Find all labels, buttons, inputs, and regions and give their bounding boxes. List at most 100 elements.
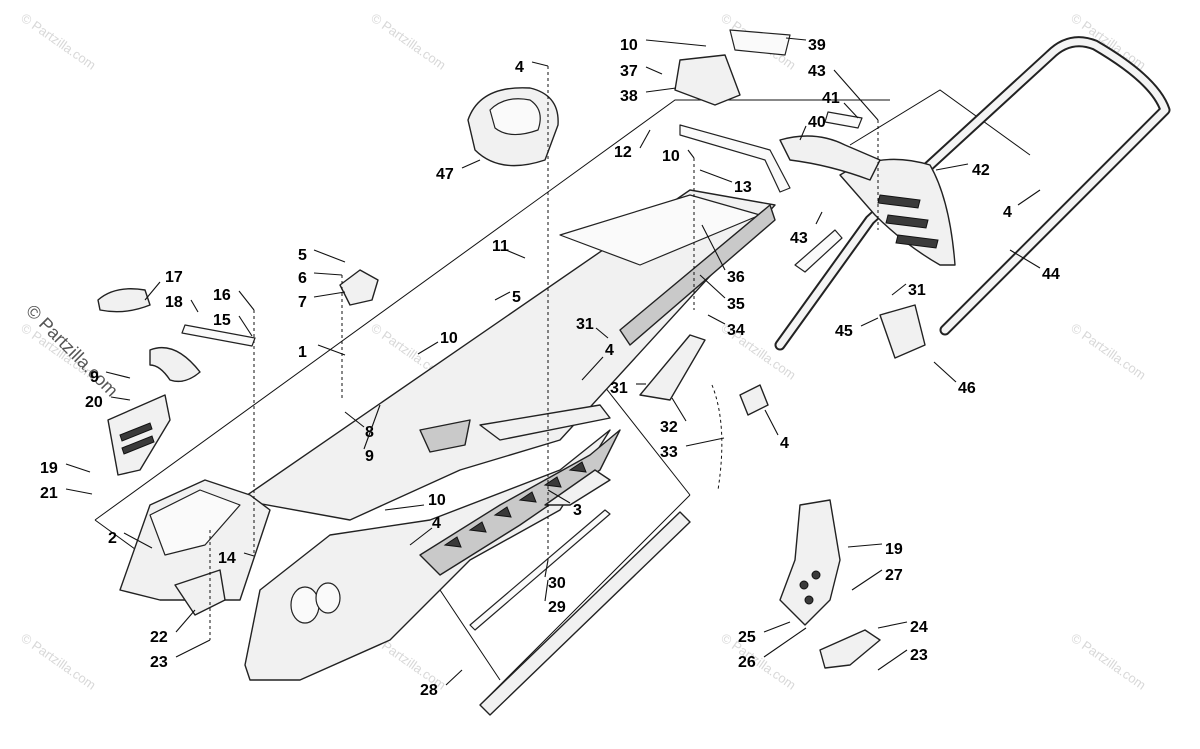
callout-label[interactable]: 9 bbox=[365, 448, 374, 465]
callout-10[interactable]: 10 bbox=[417, 330, 458, 355]
callout-23[interactable]: 23 bbox=[150, 639, 211, 671]
callout-label[interactable]: 10 bbox=[428, 492, 446, 509]
callout-label[interactable]: 4 bbox=[780, 435, 789, 452]
callout-28[interactable]: 28 bbox=[420, 669, 463, 699]
callout-1[interactable]: 1 bbox=[298, 344, 346, 361]
callout-46[interactable]: 46 bbox=[933, 361, 976, 397]
callout-43[interactable]: 43 bbox=[808, 63, 879, 121]
callout-label[interactable]: 5 bbox=[298, 247, 307, 264]
callout-label[interactable]: 31 bbox=[908, 282, 926, 299]
callout-36[interactable]: 36 bbox=[701, 224, 745, 286]
callout-label[interactable]: 18 bbox=[165, 294, 183, 311]
callout-label[interactable]: 43 bbox=[790, 230, 808, 247]
callout-label[interactable]: 10 bbox=[662, 148, 680, 165]
callout-26[interactable]: 26 bbox=[738, 627, 807, 671]
callout-label[interactable]: 16 bbox=[213, 287, 231, 304]
callout-4[interactable]: 4 bbox=[409, 515, 441, 546]
callout-label[interactable]: 40 bbox=[808, 114, 826, 131]
callout-label[interactable]: 10 bbox=[440, 330, 458, 347]
callout-label[interactable]: 31 bbox=[576, 316, 594, 333]
callout-45[interactable]: 45 bbox=[835, 317, 879, 340]
callout-label[interactable]: 6 bbox=[298, 270, 307, 287]
callout-27[interactable]: 27 bbox=[851, 567, 903, 591]
callout-label[interactable]: 10 bbox=[620, 37, 638, 54]
callout-label[interactable]: 45 bbox=[835, 323, 853, 340]
callout-label[interactable]: 19 bbox=[885, 541, 903, 558]
callout-label[interactable]: 41 bbox=[822, 90, 840, 107]
callout-label[interactable]: 47 bbox=[436, 166, 454, 183]
callout-4[interactable]: 4 bbox=[1003, 189, 1041, 221]
callout-label[interactable]: 34 bbox=[727, 322, 745, 339]
callout-label[interactable]: 2 bbox=[108, 530, 117, 547]
callout-44[interactable]: 44 bbox=[1009, 249, 1060, 283]
callout-label[interactable]: 14 bbox=[218, 550, 236, 567]
callout-10[interactable]: 10 bbox=[620, 37, 707, 54]
callout-label[interactable]: 37 bbox=[620, 63, 638, 80]
callout-label[interactable]: 35 bbox=[727, 296, 745, 313]
callout-21[interactable]: 21 bbox=[40, 485, 93, 502]
callout-9[interactable]: 9 bbox=[90, 369, 131, 386]
callout-2[interactable]: 2 bbox=[108, 530, 153, 549]
callout-41[interactable]: 41 bbox=[822, 90, 859, 119]
callout-label[interactable]: 5 bbox=[512, 289, 521, 306]
callout-43[interactable]: 43 bbox=[790, 211, 823, 247]
callout-19[interactable]: 19 bbox=[847, 541, 903, 558]
callout-10[interactable]: 10 bbox=[662, 148, 695, 165]
callout-label[interactable]: 44 bbox=[1042, 266, 1060, 283]
callout-31[interactable]: 31 bbox=[891, 282, 926, 299]
callout-15[interactable]: 15 bbox=[213, 312, 253, 337]
callout-5[interactable]: 5 bbox=[494, 289, 521, 306]
callout-label[interactable]: 24 bbox=[910, 619, 928, 636]
callout-label[interactable]: 36 bbox=[727, 269, 745, 286]
callout-42[interactable]: 42 bbox=[935, 162, 990, 179]
callout-label[interactable]: 30 bbox=[548, 575, 566, 592]
callout-label[interactable]: 31 bbox=[610, 380, 628, 397]
callout-label[interactable]: 42 bbox=[972, 162, 990, 179]
callout-16[interactable]: 16 bbox=[213, 287, 255, 311]
callout-39[interactable]: 39 bbox=[785, 37, 826, 54]
callout-47[interactable]: 47 bbox=[436, 159, 481, 183]
callout-label[interactable]: 9 bbox=[90, 369, 99, 386]
callout-10[interactable]: 10 bbox=[384, 492, 446, 511]
callout-label[interactable]: 23 bbox=[150, 654, 168, 671]
callout-label[interactable]: 21 bbox=[40, 485, 58, 502]
callout-18[interactable]: 18 bbox=[165, 294, 199, 313]
callout-22[interactable]: 22 bbox=[150, 609, 196, 646]
callout-label[interactable]: 12 bbox=[614, 144, 632, 161]
callout-30[interactable]: 30 bbox=[544, 559, 566, 592]
callout-29[interactable]: 29 bbox=[544, 579, 566, 616]
callout-9[interactable]: 9 bbox=[363, 404, 381, 465]
callout-label[interactable]: 20 bbox=[85, 394, 103, 411]
callout-label[interactable]: 25 bbox=[738, 629, 756, 646]
callout-label[interactable]: 26 bbox=[738, 654, 756, 671]
callout-label[interactable]: 17 bbox=[165, 269, 183, 286]
callout-23[interactable]: 23 bbox=[877, 647, 928, 671]
callout-40[interactable]: 40 bbox=[799, 114, 826, 141]
callout-label[interactable]: 4 bbox=[605, 342, 614, 359]
callout-label[interactable]: 28 bbox=[420, 682, 438, 699]
callout-7[interactable]: 7 bbox=[298, 291, 346, 311]
callout-label[interactable]: 4 bbox=[515, 59, 524, 76]
callout-label[interactable]: 39 bbox=[808, 37, 826, 54]
callout-label[interactable]: 3 bbox=[573, 502, 582, 519]
callout-11[interactable]: 11 bbox=[492, 238, 526, 259]
callout-20[interactable]: 20 bbox=[85, 394, 131, 411]
callout-label[interactable]: 23 bbox=[910, 647, 928, 664]
callout-label[interactable]: 43 bbox=[808, 63, 826, 80]
callout-34[interactable]: 34 bbox=[707, 314, 745, 339]
callout-32[interactable]: 32 bbox=[660, 397, 687, 436]
callout-12[interactable]: 12 bbox=[614, 129, 651, 161]
callout-33[interactable]: 33 bbox=[660, 437, 725, 461]
callout-label[interactable]: 1 bbox=[298, 344, 307, 361]
callout-5[interactable]: 5 bbox=[298, 247, 346, 264]
callout-3[interactable]: 3 bbox=[547, 489, 582, 519]
callout-17[interactable]: 17 bbox=[144, 269, 183, 301]
callout-label[interactable]: 29 bbox=[548, 599, 566, 616]
callout-4[interactable]: 4 bbox=[515, 59, 549, 76]
callout-38[interactable]: 38 bbox=[620, 87, 677, 105]
callout-label[interactable]: 46 bbox=[958, 380, 976, 397]
callout-label[interactable]: 32 bbox=[660, 419, 678, 436]
callout-label[interactable]: 38 bbox=[620, 88, 638, 105]
callout-4[interactable]: 4 bbox=[764, 409, 789, 452]
callout-label[interactable]: 27 bbox=[885, 567, 903, 584]
